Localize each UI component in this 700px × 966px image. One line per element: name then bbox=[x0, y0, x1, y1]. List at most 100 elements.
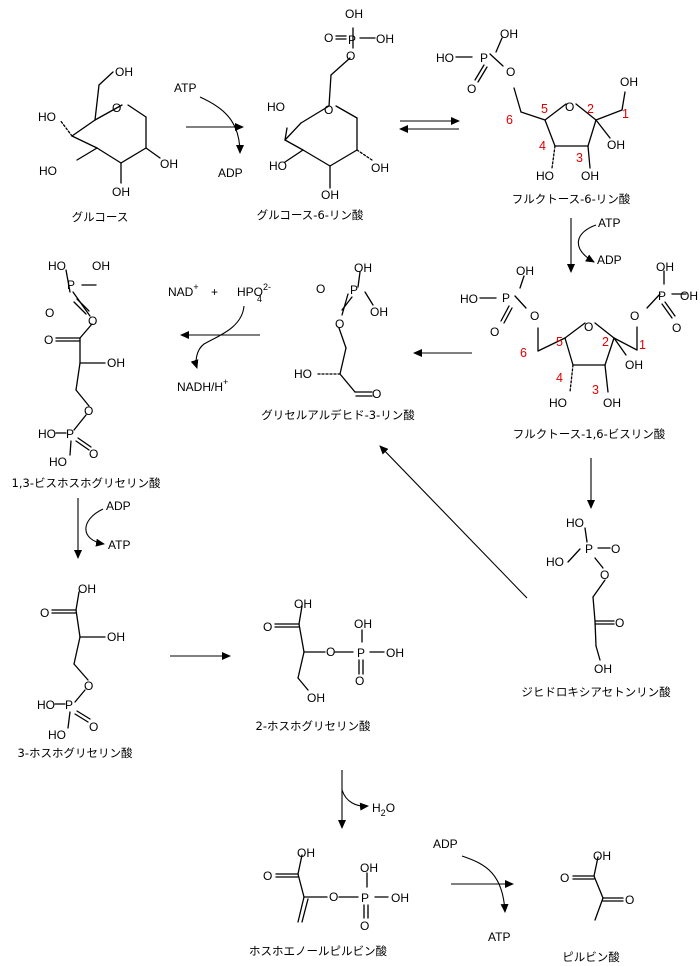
atom-o: O bbox=[316, 282, 325, 296]
fructose-6-phosphate-structure: O O P OH HO O OH OH OH HO 1 2 3 4 5 6 bbox=[436, 27, 638, 183]
atom-oh: OH bbox=[112, 185, 130, 199]
cofactor-arrow bbox=[199, 96, 244, 154]
carbon-number: 1 bbox=[622, 107, 629, 121]
atom-p: P bbox=[361, 891, 369, 905]
atom-ho: HO bbox=[49, 455, 67, 469]
cofactor-arrow bbox=[577, 224, 597, 263]
atom-oh: OH bbox=[593, 849, 611, 863]
atom-oh: OH bbox=[594, 662, 612, 676]
atom-o: O bbox=[45, 306, 54, 320]
atom-ho: HO bbox=[37, 698, 55, 712]
atom-o: O bbox=[329, 890, 338, 904]
atom-p: P bbox=[350, 283, 358, 297]
reagent-atp: ATP bbox=[598, 216, 620, 230]
carbon-number: 4 bbox=[539, 139, 546, 153]
label-glucose: グルコース bbox=[72, 210, 129, 224]
atom-p: P bbox=[65, 698, 73, 712]
atom-oh: OH bbox=[516, 264, 534, 278]
atom-o: O bbox=[263, 620, 272, 634]
carbon-number: 3 bbox=[592, 383, 599, 397]
glucose-6-phosphate-structure: O O P OH OH O HO HO OH OH bbox=[267, 7, 394, 202]
atom-ho: HO bbox=[460, 292, 478, 306]
atom-ho: HO bbox=[536, 169, 554, 183]
label-3pg: 3-ホスホグリセリン酸 bbox=[18, 746, 133, 760]
atom-oh: OH bbox=[607, 138, 625, 152]
carbon-number: 6 bbox=[520, 346, 527, 360]
label-13bpg: 1,3-ビスホスホグリセリン酸 bbox=[12, 476, 161, 490]
atom-oh: OH bbox=[656, 260, 674, 274]
atom-o: O bbox=[355, 674, 364, 688]
atom-oh: OH bbox=[115, 65, 133, 79]
atom-oh: OH bbox=[625, 358, 643, 372]
reagent-atp: ATP bbox=[488, 930, 510, 944]
atom-oh: OH bbox=[500, 27, 518, 41]
reagent-adp: ADP bbox=[218, 166, 243, 180]
cofactor-arrow bbox=[190, 305, 245, 369]
atom-p: P bbox=[348, 33, 356, 47]
atom-o: O bbox=[611, 542, 620, 556]
atom-o: O bbox=[630, 309, 639, 323]
atom-p: P bbox=[585, 542, 593, 556]
atom-o: O bbox=[372, 387, 381, 401]
reagent-water: H2O bbox=[372, 801, 395, 818]
atom-o: O bbox=[324, 103, 333, 117]
atom-oh: OH bbox=[371, 161, 389, 175]
atom-oh: OH bbox=[391, 891, 409, 905]
atom-oh: OH bbox=[603, 396, 621, 410]
atom-o: O bbox=[326, 645, 335, 659]
atom-oh: OH bbox=[345, 7, 363, 21]
atom-ho: HO bbox=[267, 100, 285, 114]
atom-oh: OH bbox=[360, 861, 378, 875]
atom-oh: OH bbox=[386, 646, 404, 660]
atom-oh: OH bbox=[620, 75, 638, 89]
cofactor-arrow bbox=[341, 789, 369, 811]
phosphoenolpyruvate-structure: OH O O P OH OH O bbox=[263, 846, 409, 933]
atom-o: O bbox=[89, 447, 98, 461]
atom-oh: OH bbox=[376, 32, 394, 46]
pyruvate-structure: OH O O bbox=[560, 849, 634, 921]
atom-ho: HO bbox=[48, 259, 66, 273]
atom-o: O bbox=[467, 82, 476, 96]
atom-oh: OH bbox=[370, 305, 388, 319]
atom-oh: OH bbox=[354, 261, 372, 275]
glucose-structure: O OH HO HO OH OH bbox=[38, 65, 178, 199]
atom-ho: HO bbox=[39, 164, 57, 178]
fructose-1-6-bisphosphate-structure: O O P OH HO O O P OH OH O OH OH HO 1 2 3… bbox=[460, 260, 698, 410]
atom-o: O bbox=[615, 616, 624, 630]
atom-o: O bbox=[44, 333, 53, 347]
label-f6p: フルクトース-6-リン酸 bbox=[512, 192, 631, 206]
carbon-number: 1 bbox=[639, 338, 646, 352]
cofactor-arrow bbox=[85, 508, 105, 547]
atom-o: O bbox=[560, 871, 569, 885]
label-pep: ホスホエノールピルビン酸 bbox=[249, 944, 387, 958]
1-3-bisphosphoglycerate-structure: HO OH P O O O OH O P HO HO O bbox=[38, 259, 125, 469]
atom-oh: OH bbox=[92, 259, 110, 273]
atom-oh: OH bbox=[160, 157, 178, 171]
atom-oh: OH bbox=[107, 356, 125, 370]
cofactor-arrow bbox=[461, 855, 509, 913]
atom-p: P bbox=[357, 646, 365, 660]
carbon-number: 6 bbox=[506, 113, 513, 127]
reagent-atp: ATP bbox=[174, 81, 196, 95]
atom-oh: OH bbox=[307, 691, 325, 705]
carbon-number: 5 bbox=[541, 102, 548, 116]
label-g6p: グルコース-6-リン酸 bbox=[257, 208, 364, 222]
atom-oh: OH bbox=[581, 169, 599, 183]
label-f16bp: フルクトース-1,6-ビスリン酸 bbox=[513, 427, 666, 441]
3-phosphoglycerate-structure: OH O OH O P HO HO O bbox=[37, 582, 125, 742]
atom-ho: HO bbox=[566, 516, 584, 530]
atom-o: O bbox=[360, 919, 369, 933]
atom-ho: HO bbox=[294, 367, 312, 381]
atom-oh: OH bbox=[107, 630, 125, 644]
reagent-atp: ATP bbox=[108, 538, 130, 552]
atom-o: O bbox=[565, 100, 574, 114]
atom-oh: OH bbox=[297, 846, 315, 860]
atom-oh: OH bbox=[78, 582, 96, 596]
atom-o: O bbox=[584, 320, 593, 334]
atom-o: O bbox=[112, 101, 121, 115]
atom-o: O bbox=[346, 49, 355, 63]
atom-p: P bbox=[480, 51, 488, 65]
atom-o: O bbox=[625, 893, 634, 907]
carbon-number: 3 bbox=[576, 151, 583, 165]
